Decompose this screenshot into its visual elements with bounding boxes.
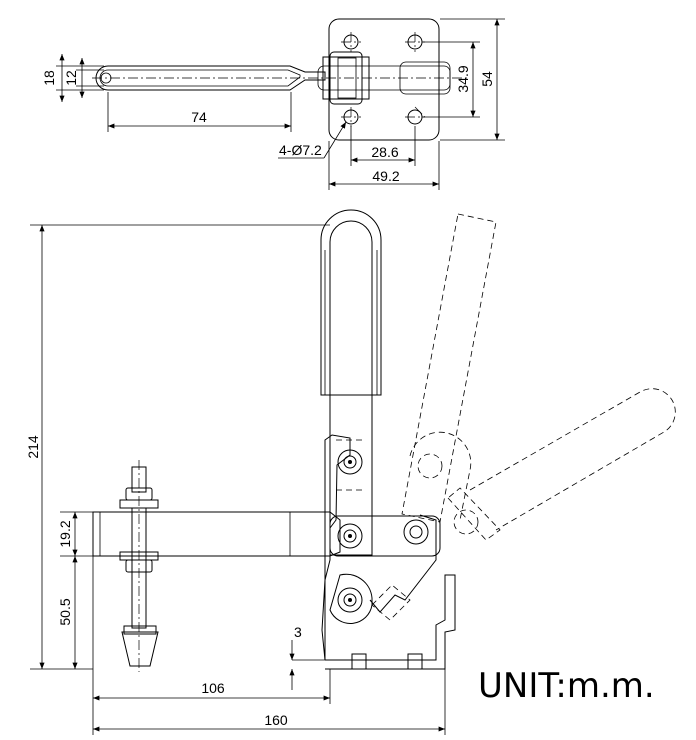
rubber-tip [121, 631, 159, 667]
dim-mount-holes: 4-Ø7.2 [279, 142, 322, 158]
dim-arm-height: 50.5 [57, 598, 73, 625]
dim-base-offset: 3 [294, 624, 302, 640]
dim-arm-thickness: 19.2 [57, 520, 73, 547]
dim-handle-inner: 12 [63, 70, 79, 86]
dim-base-height: 54 [479, 71, 495, 87]
dim-handle-outer: 18 [41, 70, 57, 86]
dim-handle-length: 74 [191, 109, 207, 125]
dim-hole-spacing-y: 34.9 [455, 65, 471, 92]
unit-label: UNIT:m.m. [478, 666, 655, 706]
base [325, 574, 456, 670]
dim-total-height: 214 [25, 435, 41, 459]
dim-base-width: 49.2 [372, 168, 399, 184]
clamp-arm [92, 511, 341, 557]
top-view-base-plate [328, 18, 440, 141]
top-view: 18 12 74 54 34.9 4-Ø7.2 28.6 49.2 [41, 18, 505, 190]
dim-reach: 106 [201, 680, 225, 696]
pivot-icon [337, 587, 363, 613]
top-view-handle [95, 65, 326, 91]
side-view: 214 19.2 50.5 3 106 160 [25, 209, 676, 735]
pivot-icon [337, 523, 363, 549]
spindle-assembly [119, 460, 159, 672]
dim-total-length: 160 [264, 712, 288, 728]
dim-hole-spacing-x: 28.6 [371, 144, 398, 160]
handle-grip [320, 209, 382, 396]
